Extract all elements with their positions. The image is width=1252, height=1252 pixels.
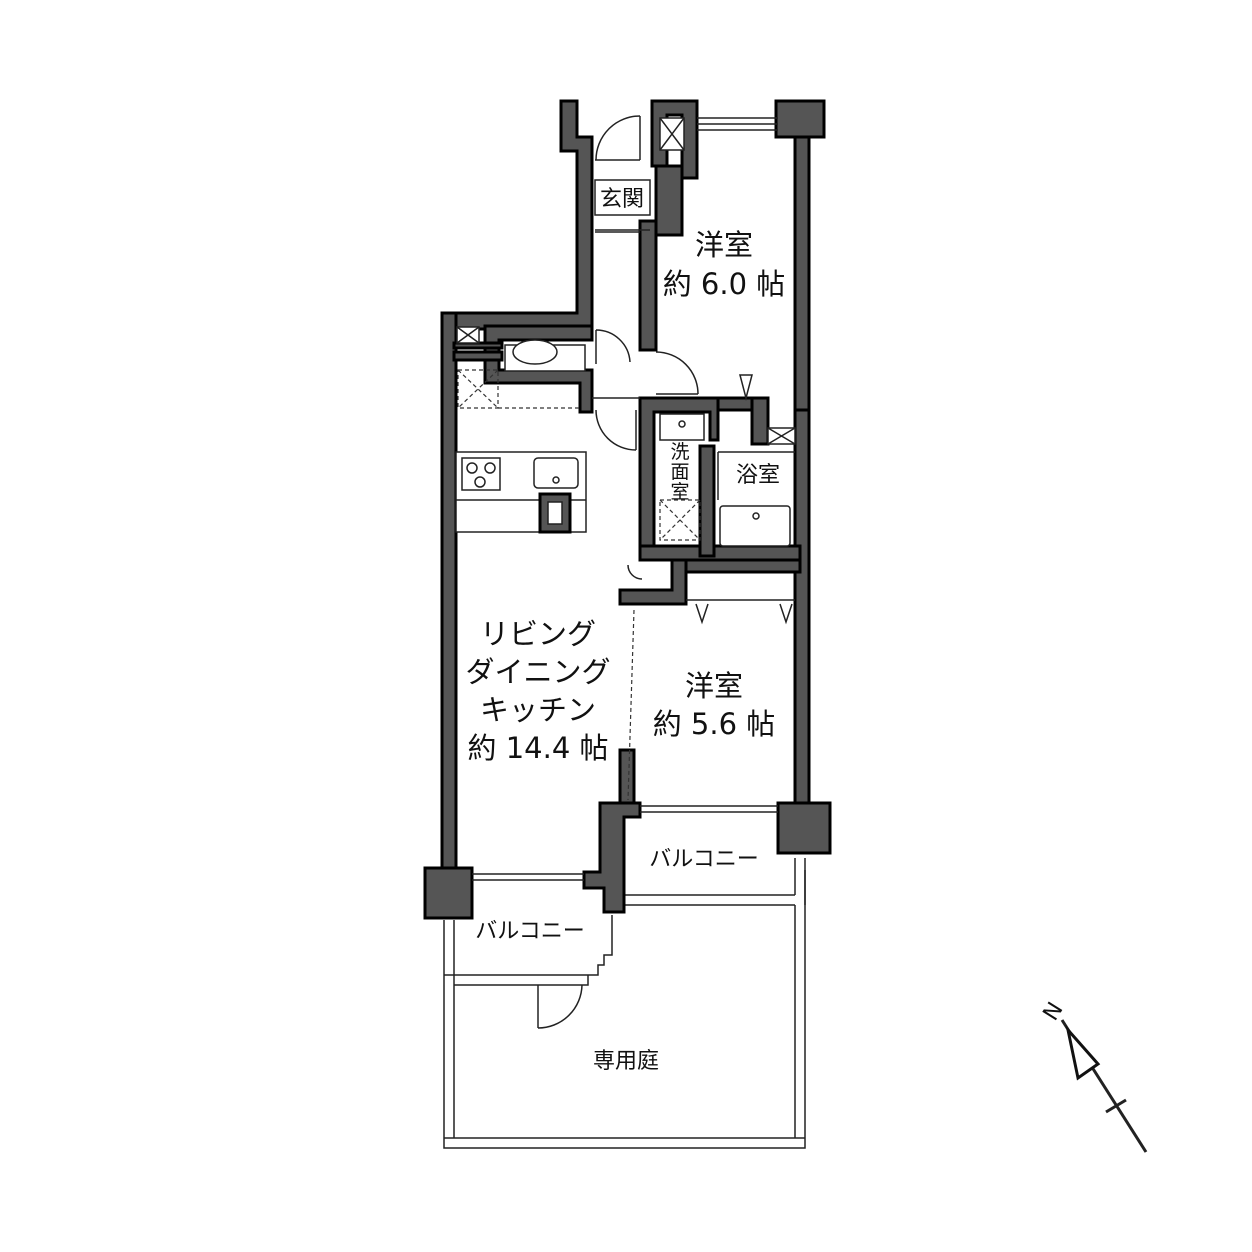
- ldk-line2: ダイニング: [465, 655, 610, 689]
- washroom-char-1: 洗: [670, 441, 689, 463]
- balcony-right-area: [625, 858, 806, 906]
- ldk-line1: リビング: [480, 617, 596, 651]
- bathtub: [719, 505, 791, 547]
- room-labels: 玄関 洋室 約 6.0 帖 洗 面 室 浴室 リビング ダイニング キッチン 約…: [465, 187, 785, 1074]
- fixtures: [455, 117, 796, 547]
- genkan-label: 玄関: [600, 187, 644, 212]
- wash-basin: [659, 413, 705, 441]
- sink: [533, 457, 579, 489]
- washer-space: [659, 499, 701, 541]
- north-arrow-icon: [1065, 1024, 1101, 1081]
- windows: [472, 117, 778, 881]
- bedroom2-size: 約 5.6 帖: [653, 707, 776, 741]
- compass: N: [1039, 998, 1148, 1153]
- bedroom1-name: 洋室: [695, 228, 753, 262]
- balcony-left-area: [444, 915, 613, 1029]
- toilet-bowl: [512, 339, 558, 365]
- duct-column: [538, 492, 572, 534]
- fridge-space: [457, 369, 499, 409]
- washroom-char-3: 室: [670, 481, 689, 503]
- bedroom2-name: 洋室: [685, 669, 743, 703]
- balcony1-label: バルコニー: [649, 847, 759, 872]
- doors: [592, 115, 795, 801]
- bedroom1-size: 約 6.0 帖: [663, 267, 786, 301]
- bath-label: 浴室: [736, 463, 780, 488]
- ldk-line3: キッチン: [480, 693, 596, 727]
- garden-label: 専用庭: [593, 1049, 659, 1074]
- ldk-size: 約 14.4 帖: [467, 731, 608, 765]
- washroom-char-2: 面: [670, 461, 689, 483]
- balcony2-label: バルコニー: [475, 919, 585, 944]
- garden-area: [443, 870, 806, 1149]
- walls: [423, 99, 832, 920]
